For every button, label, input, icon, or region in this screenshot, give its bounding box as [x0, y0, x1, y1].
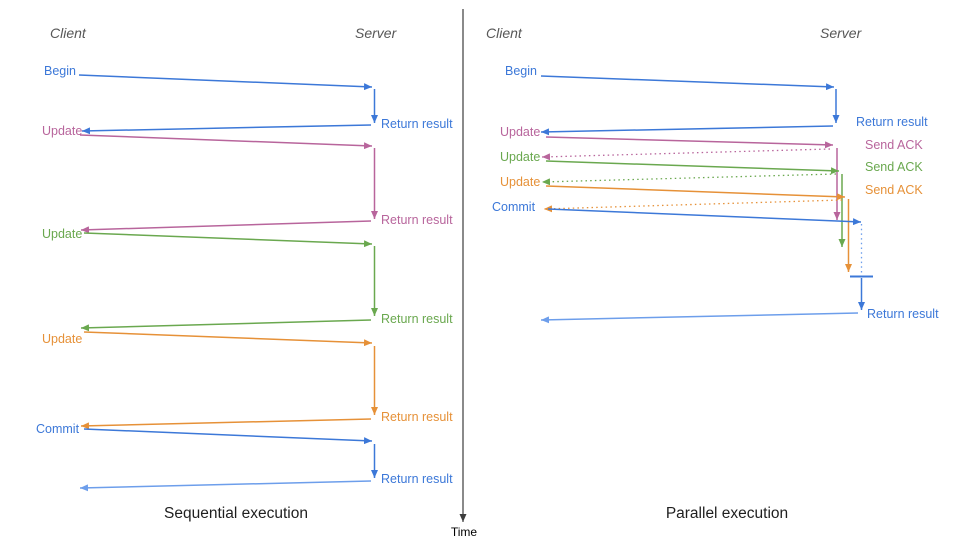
label-return-result: Return result	[867, 307, 939, 321]
send-ack-line	[541, 148, 831, 161]
return-result-line	[81, 124, 372, 135]
return-result-line	[80, 220, 372, 234]
return-result-line	[80, 418, 372, 430]
lifeline-header-server: Server	[355, 25, 398, 41]
update-request-line	[83, 232, 373, 248]
label-return-result: Return result	[381, 117, 453, 131]
label-send-ack: Send ACK	[865, 160, 923, 174]
label-update-1: Update	[500, 125, 540, 139]
label-return-result: Return result	[381, 410, 453, 424]
label-update-1: Update	[42, 124, 82, 138]
time-axis-label: Time	[451, 525, 478, 539]
commit-request-line	[83, 428, 373, 445]
lifeline-header-server: Server	[820, 25, 863, 41]
label-update-3: Update	[500, 175, 540, 189]
return-result-line	[79, 480, 372, 492]
return-result-line	[540, 312, 859, 324]
label-commit: Commit	[492, 200, 536, 214]
label-return-result: Return result	[381, 312, 453, 326]
label-update-3: Update	[42, 332, 82, 346]
return-result-line	[80, 319, 372, 332]
label-begin: Begin	[505, 64, 537, 78]
lifeline-header-client: Client	[50, 25, 87, 41]
label-return-result: Return result	[381, 472, 453, 486]
caption-parallel: Parallel execution	[666, 505, 788, 522]
label-begin: Begin	[44, 64, 76, 78]
send-ack-line	[541, 173, 837, 186]
label-update-2: Update	[42, 227, 82, 241]
send-ack-line	[543, 199, 843, 213]
label-return-result: Return result	[381, 213, 453, 227]
update-request-line	[545, 136, 834, 149]
label-commit: Commit	[36, 422, 80, 436]
begin-request-line	[78, 74, 373, 91]
commit-request-line	[547, 208, 862, 226]
caption-sequential: Sequential execution	[164, 505, 308, 522]
update-request-line	[545, 185, 846, 201]
label-update-2: Update	[500, 150, 540, 164]
update-request-line	[83, 331, 373, 347]
return-result-line	[540, 125, 834, 136]
label-send-ack: Send ACK	[865, 183, 923, 197]
lifeline-header-client: Client	[486, 25, 523, 41]
label-send-ack: Send ACK	[865, 138, 923, 152]
update-request-line	[545, 160, 840, 175]
update-request-line	[79, 134, 373, 150]
begin-request-line	[540, 75, 835, 91]
label-return-result: Return result	[856, 115, 928, 129]
